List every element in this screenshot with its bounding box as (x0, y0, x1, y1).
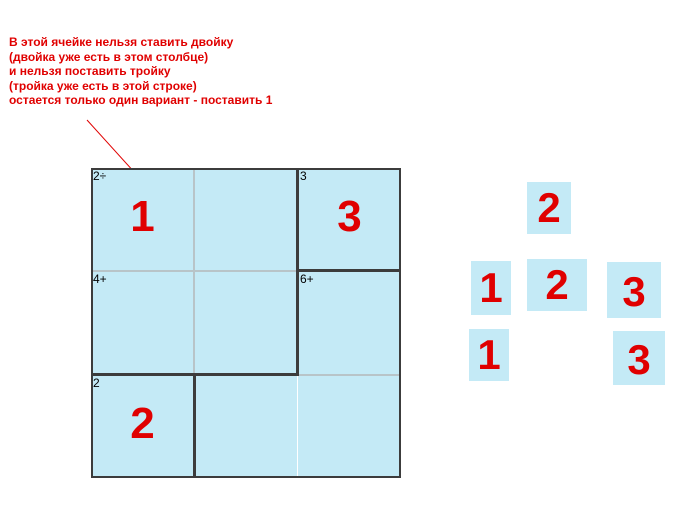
kenken-grid: 2÷ 1 3 3 4+ 6+ 2 2 (91, 168, 401, 478)
digit-tile-3[interactable]: 3 (607, 262, 661, 318)
annotation-line-4: (тройка уже есть в этой строке) (9, 78, 197, 93)
digit-tile-2[interactable]: 2 (527, 182, 571, 234)
cage-clue: 4+ (93, 272, 107, 286)
inner-line (193, 271, 195, 375)
grid-cell-r2c2[interactable] (194, 271, 297, 374)
grid-cell-r1c2[interactable] (194, 168, 297, 271)
annotation-text: В этой ячейке нельзя ставить двойку (дво… (9, 35, 339, 108)
digit-tile-3[interactable]: 3 (613, 331, 665, 385)
annotation-line-2: (двойка уже есть в этом столбце) (9, 49, 209, 64)
cell-digit: 2 (130, 399, 155, 448)
grid-cell-r1c1[interactable]: 2÷ 1 (91, 168, 194, 271)
cell-digit: 1 (130, 192, 155, 241)
digit-tile-1[interactable]: 1 (471, 261, 511, 315)
annotation-line-5: остается только один вариант - поставить… (9, 93, 273, 108)
annotation-line-3: и нельзя поставить тройку (9, 64, 171, 79)
inner-line (193, 168, 195, 271)
cage-border (298, 269, 401, 272)
digit-tile-2[interactable]: 2 (527, 259, 587, 311)
grid-cell-r3c2[interactable] (194, 375, 297, 478)
grid-cell-r2c1[interactable]: 4+ (91, 271, 194, 374)
cage-clue: 3 (300, 169, 307, 183)
cage-border (296, 168, 299, 376)
grid-frame (91, 168, 401, 478)
grid-cell-r3c3[interactable] (298, 375, 401, 478)
inner-line (91, 270, 298, 272)
inner-line (298, 374, 401, 376)
cell-digit: 3 (337, 192, 362, 241)
cage-border (193, 374, 196, 478)
grid-cell-r1c3[interactable]: 3 3 (298, 168, 401, 271)
cage-clue: 2÷ (93, 169, 107, 183)
grid-cell-r2c3[interactable]: 6+ (298, 271, 401, 374)
grid-cell-r3c1[interactable]: 2 2 (91, 375, 194, 478)
cage-clue: 2 (93, 376, 100, 390)
digit-tile-1[interactable]: 1 (469, 329, 509, 381)
cage-clue: 6+ (300, 272, 314, 286)
annotation-line-1: В этой ячейке нельзя ставить двойку (9, 35, 234, 49)
